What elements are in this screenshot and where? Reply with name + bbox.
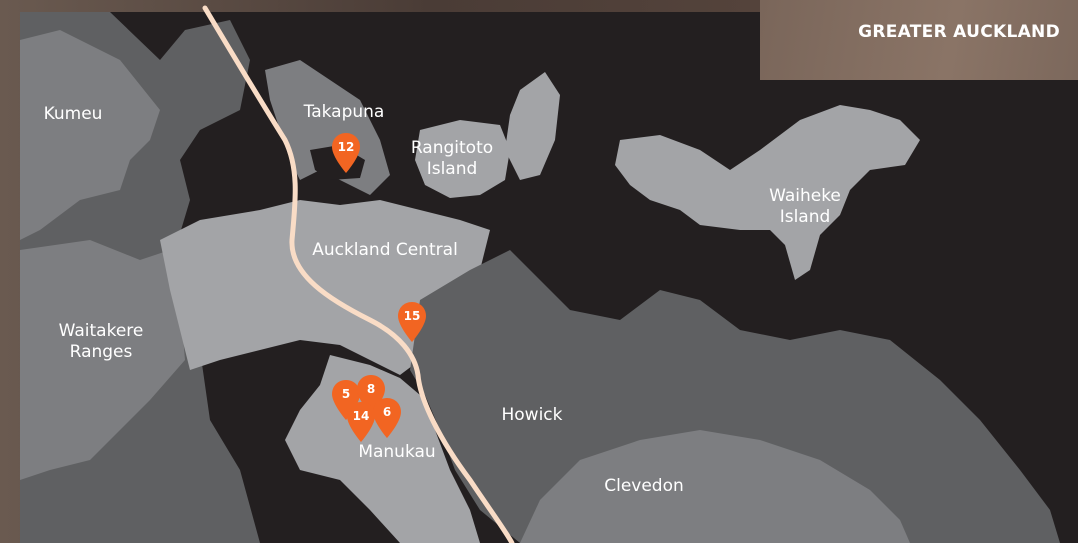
map-pin-icon	[332, 133, 360, 173]
region-label-takapuna: Takapuna	[303, 102, 385, 122]
map-pin-icon	[347, 402, 375, 442]
marker-number: 15	[403, 309, 421, 323]
marker-number: 14	[352, 409, 370, 423]
region-label-clevedon: Clevedon	[604, 476, 684, 496]
land-manukau	[285, 355, 480, 543]
marker-number: 8	[366, 382, 376, 396]
region-label-auckland-central: Auckland Central	[312, 240, 458, 260]
waitakere-text: Waitakere Ranges	[58, 321, 144, 362]
map-marker-12[interactable]: 12	[332, 133, 360, 173]
region-label-manukau: Manukau	[358, 442, 436, 462]
region-label-rangitoto: Rangitoto Island	[411, 138, 493, 180]
land-waiheke	[615, 105, 920, 280]
marker-number: 12	[337, 140, 355, 154]
corner-banner	[760, 0, 1078, 80]
motorway-road	[202, 5, 515, 543]
land-rangitoto	[415, 120, 510, 198]
map-marker-6[interactable]: 6	[373, 398, 401, 438]
region-label-howick: Howick	[501, 405, 563, 425]
land-clevedon	[520, 430, 910, 543]
region-label-kumeu: Kumeu	[43, 104, 103, 124]
rangitoto-text: Rangitoto Island	[410, 138, 494, 179]
map-title: GREATER AUCKLAND	[858, 22, 1060, 42]
waiheke-text: Waiheke Island	[769, 186, 841, 227]
land-kumeu	[20, 30, 160, 240]
map-marker-15[interactable]: 15	[398, 302, 426, 342]
land-waitakere	[20, 240, 185, 480]
marker-number: 5	[341, 387, 351, 401]
map-pin-icon	[398, 302, 426, 342]
land-motutapu	[505, 72, 560, 180]
map-pin-icon	[373, 398, 401, 438]
map-marker-14[interactable]: 14	[347, 402, 375, 442]
marker-number: 6	[382, 405, 392, 419]
region-label-waiheke: Waiheke Island	[769, 186, 841, 228]
region-label-waitakere: Waitakere Ranges	[59, 321, 144, 363]
